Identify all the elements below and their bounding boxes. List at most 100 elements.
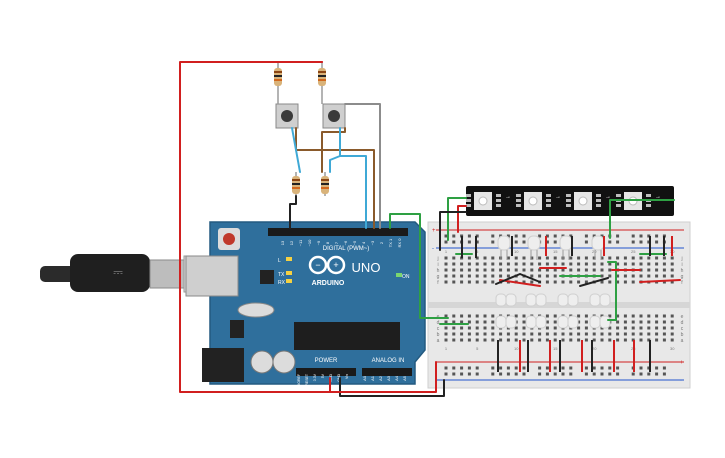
wire-gray (344, 103, 381, 229)
wire-blue-to-pin (339, 155, 367, 229)
column-number: 30 (670, 346, 675, 351)
l-led-label: L (278, 258, 281, 264)
row-letter: b (437, 332, 440, 338)
digital-pin-label: 7 (334, 241, 339, 244)
arrow-icon: → (655, 194, 661, 200)
led (495, 293, 507, 307)
row-letter: f (437, 280, 439, 286)
wire-red-strip (457, 205, 467, 233)
analog-pin-label: A2 (378, 375, 383, 381)
wire-black-jumper-2 (579, 277, 609, 287)
wire-green-mid (607, 261, 617, 321)
led (599, 315, 611, 329)
led (567, 293, 579, 307)
led (495, 315, 507, 329)
led (535, 293, 547, 307)
tx-led-label: TX (278, 272, 285, 278)
digital-pin-label: 12 (289, 240, 294, 245)
led (589, 293, 601, 307)
digital-pin-label: ~3 (370, 240, 375, 245)
wire-green-strip-right (609, 199, 675, 239)
column-number: 5 (476, 249, 479, 254)
row-letter: h (437, 268, 440, 274)
power-header-label: POWER (315, 358, 338, 364)
arduino-uno-board: DIGITAL (PWM~) POWER ANALOG IN − + ARDUI… (185, 221, 426, 386)
row-letter: i (437, 262, 438, 268)
led (559, 235, 573, 251)
led (505, 293, 517, 307)
led (567, 315, 579, 329)
digital-pin-label: ~9 (316, 240, 321, 245)
power-pin-label: 5V (321, 373, 325, 378)
arduino-logo-icon: − + (308, 255, 346, 275)
breadboard-column-wires (461, 236, 673, 372)
led (557, 315, 569, 329)
column-number: 20 (592, 346, 597, 351)
led (505, 315, 517, 329)
analog-header (362, 368, 412, 376)
arduino-logo-text: ARDUINO (312, 280, 345, 287)
led (527, 235, 541, 251)
row-letter: c (437, 326, 440, 332)
button-left[interactable] (275, 103, 299, 129)
analog-pin-label: A1 (370, 375, 375, 381)
wire-black-gnd-bottom (339, 377, 445, 397)
column-number: 1 (445, 249, 448, 254)
svg-text:−: − (315, 260, 320, 270)
rail-plus-bottom: + (680, 360, 684, 366)
led (591, 235, 605, 251)
on-label: ON (402, 274, 410, 280)
digital-pin-label: 13 (280, 240, 285, 245)
row-letter: e (681, 314, 684, 320)
row-letter: j (436, 256, 438, 262)
resistor-bottom-left (292, 172, 300, 196)
column-number: 1 (445, 346, 448, 351)
rail-minus-top: - (432, 246, 434, 252)
row-letter: c (681, 326, 684, 332)
wire-brown-left (295, 127, 375, 229)
rx-led-label: RX (278, 280, 286, 286)
led (599, 293, 611, 307)
wire-red-5v (179, 61, 331, 393)
row-letter: d (681, 320, 684, 326)
row-letter: f (681, 280, 683, 286)
row-letter: a (681, 338, 684, 344)
digital-pin-label: ~11 (298, 239, 303, 246)
led (497, 235, 511, 251)
digital-header-label: DIGITAL (PWM~) (323, 246, 370, 252)
row-letter: a (437, 338, 440, 344)
power-pin-label: RESET (305, 373, 309, 386)
rail-minus-bottom: - (680, 378, 682, 384)
row-letter: b (681, 332, 684, 338)
column-number: 5 (476, 346, 479, 351)
button-right[interactable] (322, 103, 346, 129)
power-pin-label: Vin (345, 374, 349, 379)
analog-pin-label: A0 (362, 375, 367, 381)
row-letter: j (680, 256, 682, 262)
resistor-top-left (274, 62, 282, 104)
wire-red-jumper-3 (499, 279, 541, 287)
neopixel-strip: →→→→ (466, 186, 674, 216)
column-number: 15 (553, 249, 558, 254)
led (525, 293, 537, 307)
wire-green-strip (447, 197, 467, 241)
digital-pin-label: ~6 (343, 240, 348, 245)
analog-pin-label: A3 (386, 375, 391, 381)
row-letter: g (437, 274, 440, 280)
board-model: UNO (352, 260, 381, 275)
rail-plus-top: + (432, 228, 436, 234)
column-number: 10 (514, 249, 519, 254)
column-number: 15 (553, 346, 558, 351)
digital-pin-label: 2 (379, 241, 384, 244)
digital-header (268, 228, 408, 236)
row-letter: g (681, 274, 684, 280)
wire-black-gnd (289, 195, 297, 229)
power-pin-label: GND (337, 374, 341, 382)
row-letter: i (681, 262, 682, 268)
wire-green-data (389, 213, 449, 319)
digital-pin-label: ~10 (307, 239, 312, 247)
